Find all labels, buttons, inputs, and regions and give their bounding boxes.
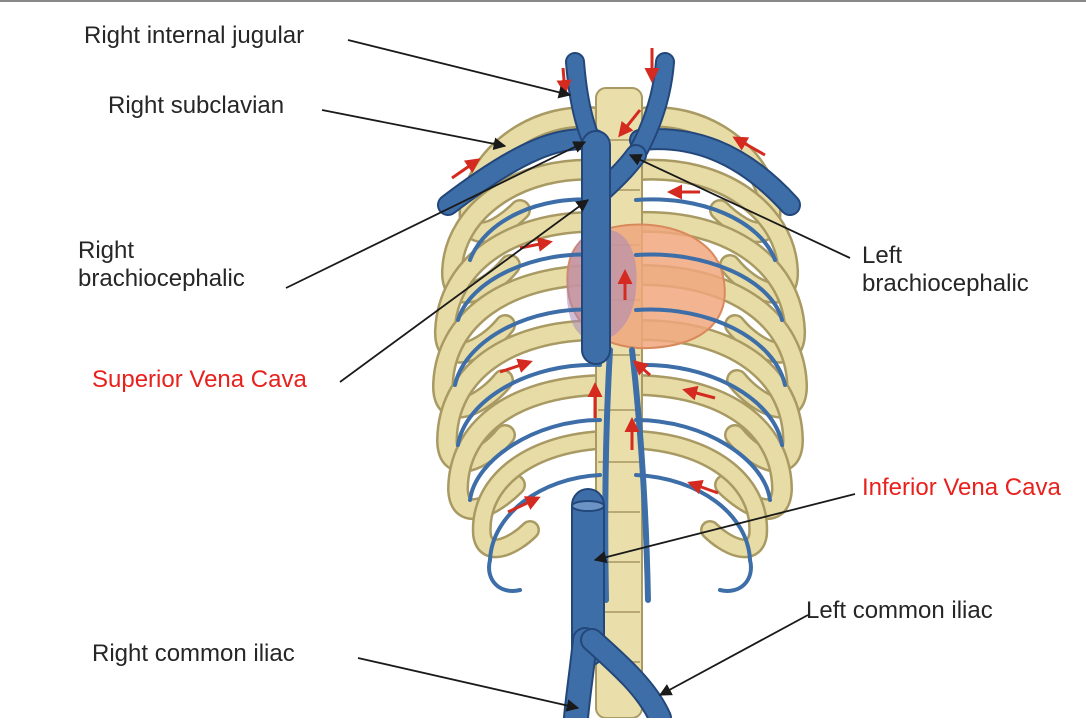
left-ribs	[432, 106, 611, 559]
leader-right-common-iliac	[357, 657, 580, 712]
venous-network	[437, 52, 801, 723]
leader-lines	[285, 39, 856, 712]
label-left-brachiocephalic: Left brachiocephalic	[862, 242, 1029, 298]
label-right-brachiocephalic-line-1: Right	[78, 237, 135, 264]
label-right-subclavian: Right subclavian	[108, 92, 285, 119]
label-right-common-iliac: Right common iliac	[92, 640, 295, 667]
azygos-system	[602, 347, 651, 603]
leader-right-subclavian	[321, 109, 507, 150]
label-right-brachiocephalic-line-2: brachiocephalic	[78, 265, 245, 292]
leader-superior-vena-cava	[339, 199, 590, 383]
label-inferior-vena-cava: Inferior Vena Cava	[862, 474, 1061, 501]
label-superior-vena-cava: Superior Vena Cava	[92, 366, 307, 393]
leader-left-common-iliac	[658, 614, 809, 696]
flow-arrows	[451, 48, 766, 514]
label-right-internal-jugular: Right internal jugular	[84, 22, 305, 49]
leader-right-internal-jugular	[347, 39, 572, 99]
label-left-brachiocephalic-line-2: brachiocephalic	[862, 270, 1029, 297]
label-right-brachiocephalic: Right brachiocephalic	[78, 237, 245, 293]
label-left-brachiocephalic-line-1: Left	[862, 242, 903, 269]
rib-cage	[432, 106, 808, 559]
leader-right-brachiocephalic	[285, 141, 587, 289]
label-left-common-iliac: Left common iliac	[806, 597, 993, 624]
leader-inferior-vena-cava	[593, 493, 856, 564]
leader-left-brachiocephalic	[628, 154, 851, 259]
